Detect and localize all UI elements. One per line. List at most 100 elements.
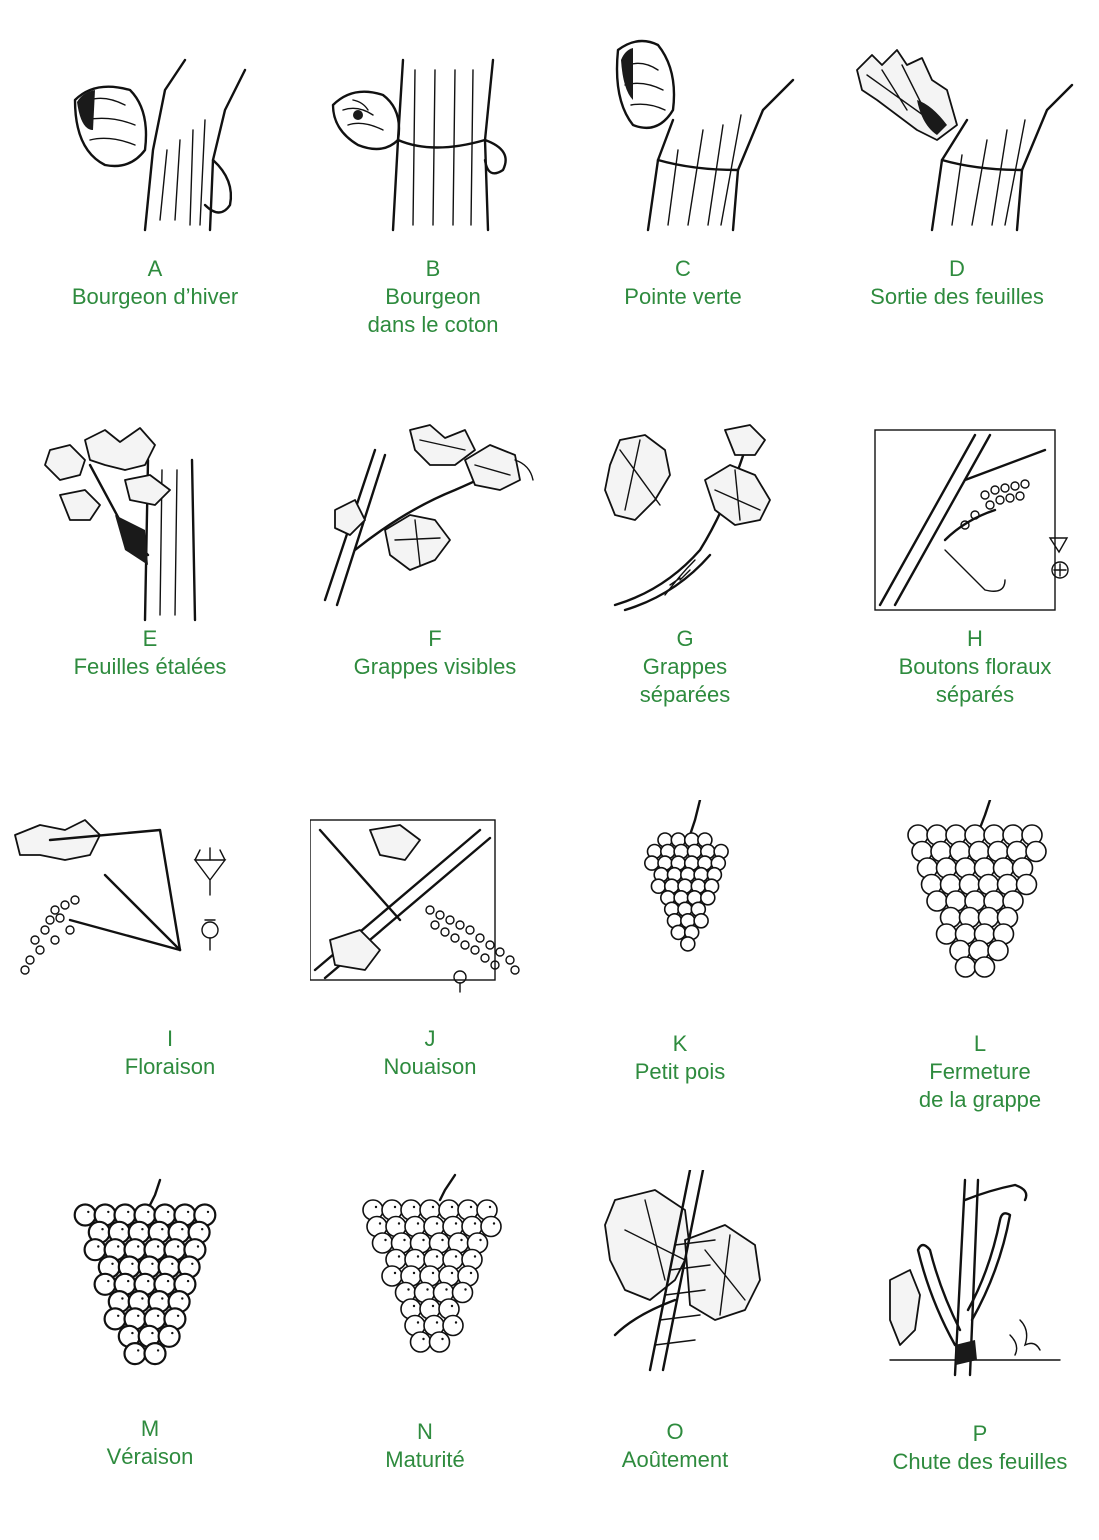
- green-tip-icon: [563, 30, 803, 245]
- berry-highlight: [171, 1332, 173, 1334]
- stage-l: L Fermeture de la grappe: [845, 800, 1099, 1170]
- berry-highlight: [426, 1288, 428, 1290]
- grape-berry: [927, 891, 947, 911]
- fruit-set-icon: [310, 800, 550, 1015]
- visible-clusters-icon: [315, 420, 555, 635]
- berry-highlight: [151, 1263, 153, 1265]
- stage-name: Boutons floraux séparés: [840, 653, 1099, 709]
- stage-f-caption: F Grappes visibles: [300, 625, 570, 681]
- grape-berry: [651, 879, 665, 893]
- berry-highlight: [187, 1280, 189, 1282]
- berry-highlight: [441, 1338, 443, 1340]
- stage-letter: C: [548, 255, 818, 283]
- berry-highlight: [117, 1315, 119, 1317]
- stage-name: Maturité: [290, 1446, 560, 1474]
- berry-highlight: [137, 1349, 139, 1351]
- stage-name: Chute des feuilles: [845, 1448, 1099, 1476]
- stage-b-caption: B Bourgeon dans le coton: [298, 255, 568, 339]
- berry-highlight: [167, 1280, 169, 1282]
- stage-name: Véraison: [15, 1443, 285, 1471]
- berry-highlight: [137, 1245, 139, 1247]
- berry-highlight: [141, 1297, 143, 1299]
- stage-letter: M: [15, 1415, 285, 1443]
- grape-berry: [105, 1308, 126, 1329]
- berry-highlight: [137, 1315, 139, 1317]
- grape-berry: [453, 1283, 473, 1303]
- berry-highlight: [413, 1305, 415, 1307]
- grape-berry: [430, 1332, 450, 1352]
- berry-highlight: [479, 1239, 481, 1241]
- winter-bud-icon: [35, 30, 275, 245]
- spread-leaves-icon: [30, 420, 270, 635]
- berry-highlight: [177, 1315, 179, 1317]
- berry-highlight: [455, 1255, 457, 1257]
- grape-berry: [1026, 842, 1046, 862]
- stage-b: B Bourgeon dans le coton: [298, 30, 568, 400]
- berry-highlight: [464, 1288, 466, 1290]
- berry-highlight: [97, 1245, 99, 1247]
- berry-highlight: [207, 1211, 209, 1213]
- berry-highlight: [451, 1272, 453, 1274]
- grape-berry: [975, 957, 995, 977]
- grape-berry: [145, 1343, 166, 1364]
- stage-name: Petit pois: [545, 1058, 815, 1086]
- berry-highlight: [117, 1245, 119, 1247]
- stage-n-caption: N Maturité: [290, 1418, 560, 1474]
- berry-highlight: [470, 1206, 472, 1208]
- stage-d: D Sortie des feuilles: [822, 30, 1092, 400]
- stage-a: A Bourgeon d’hiver: [20, 30, 290, 400]
- berry-highlight: [455, 1321, 457, 1323]
- berry-highlight: [451, 1305, 453, 1307]
- berry-highlight: [151, 1332, 153, 1334]
- grape-berry: [125, 1343, 146, 1364]
- stage-d-caption: D Sortie des feuilles: [822, 255, 1092, 311]
- stage-g-caption: G Grappes séparées: [550, 625, 820, 709]
- berry-highlight: [181, 1297, 183, 1299]
- berry-highlight: [111, 1263, 113, 1265]
- stage-name: Bourgeon d’hiver: [20, 283, 290, 311]
- bunch-closure-icon: [860, 800, 1099, 1015]
- berry-highlight: [489, 1206, 491, 1208]
- berry-highlight: [157, 1245, 159, 1247]
- stage-letter: B: [298, 255, 568, 283]
- berry-highlight: [161, 1297, 163, 1299]
- stage-letter: N: [290, 1418, 560, 1446]
- berry-highlight: [191, 1263, 193, 1265]
- stage-m-caption: M Véraison: [15, 1415, 285, 1471]
- grape-berry: [937, 924, 957, 944]
- berry-highlight: [436, 1255, 438, 1257]
- stage-letter: H: [840, 625, 1099, 653]
- berry-highlight: [177, 1245, 179, 1247]
- berry-highlight: [432, 1206, 434, 1208]
- berry-highlight: [417, 1321, 419, 1323]
- stage-name: Sortie des feuilles: [822, 283, 1092, 311]
- stage-name: Aoûtement: [540, 1446, 810, 1474]
- grape-berry: [411, 1332, 431, 1352]
- berry-highlight: [131, 1332, 133, 1334]
- grape-berry: [701, 891, 715, 905]
- berry-highlight: [394, 1206, 396, 1208]
- berry-highlight: [181, 1228, 183, 1230]
- berry-highlight: [413, 1272, 415, 1274]
- stem: [690, 800, 700, 835]
- stage-row-3: I Floraison: [0, 800, 1099, 1170]
- berry-highlight: [422, 1239, 424, 1241]
- stem: [980, 800, 990, 828]
- cotton-bud-icon: [313, 30, 553, 245]
- berry-highlight: [417, 1255, 419, 1257]
- stage-f: F Grappes visibles: [300, 420, 570, 790]
- leaf-fall-icon: [860, 1170, 1099, 1385]
- stage-h: H Boutons floraux séparés: [840, 420, 1099, 790]
- grape-berry: [1017, 875, 1037, 895]
- stage-name: Pointe verte: [548, 283, 818, 311]
- stage-l-caption: L Fermeture de la grappe: [845, 1030, 1099, 1114]
- berry-highlight: [187, 1211, 189, 1213]
- stage-k-caption: K Petit pois: [545, 1030, 815, 1086]
- stage-h-caption: H Boutons floraux séparés: [840, 625, 1099, 709]
- berry-highlight: [384, 1239, 386, 1241]
- berry-highlight: [493, 1222, 495, 1224]
- grape-berry: [481, 1217, 501, 1237]
- berry-highlight: [441, 1239, 443, 1241]
- berry-highlight: [157, 1315, 159, 1317]
- flowering-icon: [10, 800, 260, 1015]
